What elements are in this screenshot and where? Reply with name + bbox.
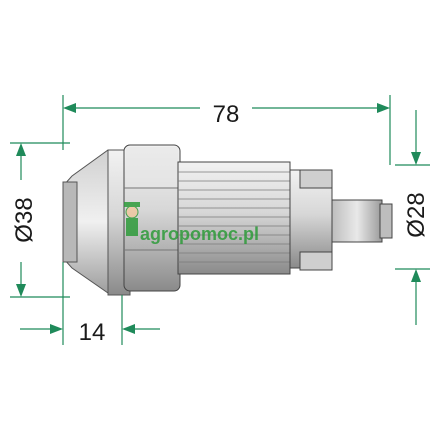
dimension-78-label: 78 xyxy=(213,101,240,128)
rear-shaft xyxy=(331,199,383,243)
dimension-diameter-28-label: Ø28 xyxy=(403,192,430,237)
dimension-diameter-38-label: Ø38 xyxy=(11,197,38,242)
threaded-body xyxy=(177,161,291,275)
dimension-diameter-38: Ø38 xyxy=(10,142,70,298)
shaft-tip xyxy=(379,203,393,239)
dimension-14-label: 14 xyxy=(79,319,106,346)
farmer-hat xyxy=(124,202,140,207)
watermark-logo: agropomoc.pl xyxy=(124,202,259,244)
farmer-head xyxy=(125,205,139,219)
dimension-78: 78 xyxy=(62,95,391,165)
terminal-top xyxy=(299,169,333,189)
watermark-text: agropomoc.pl xyxy=(140,224,259,244)
front-cap-face xyxy=(62,181,78,263)
dimension-diameter-28: Ø28 xyxy=(395,110,430,325)
terminal-bottom xyxy=(299,251,333,271)
hex-nut xyxy=(123,144,181,292)
dimension-14: 14 xyxy=(20,262,160,346)
starter-switch-part xyxy=(62,144,393,296)
farmer-body xyxy=(126,218,138,236)
